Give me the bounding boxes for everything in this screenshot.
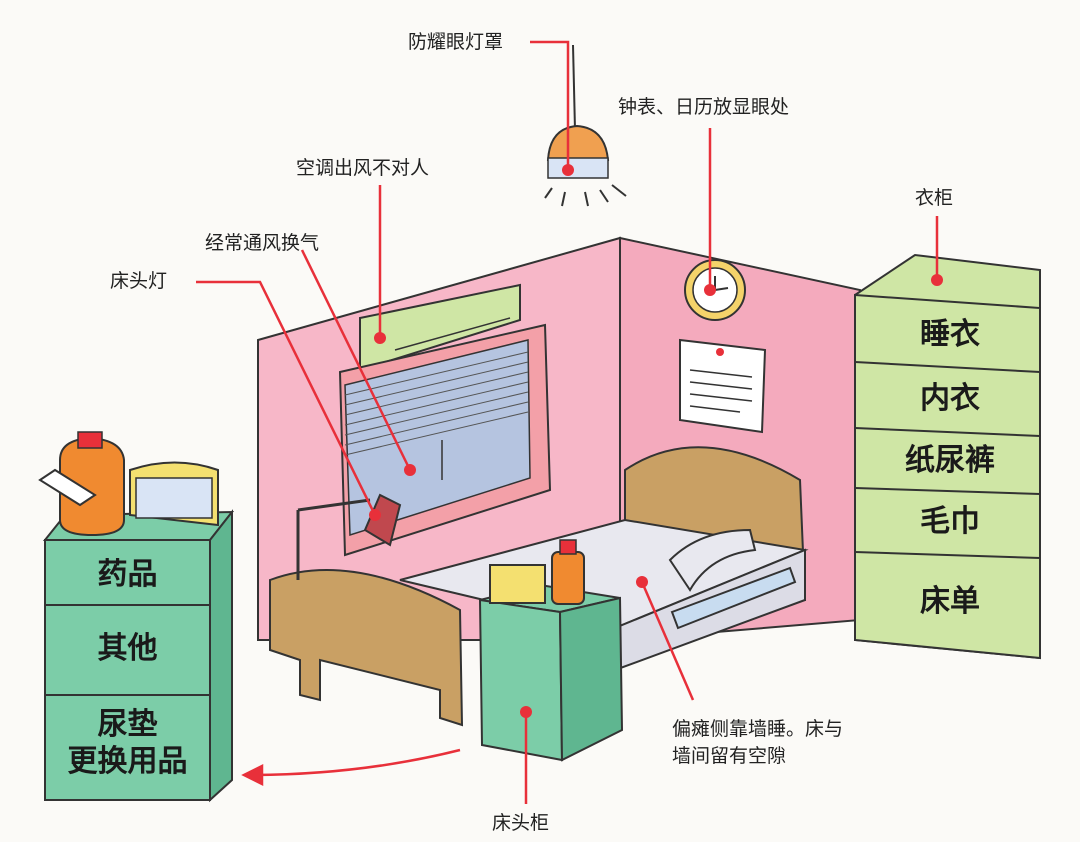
- wardrobe-drawer-bedsheets: 床单: [920, 584, 980, 619]
- label-glare-shade: 防耀眼灯罩: [408, 31, 504, 53]
- wardrobe-drawer-underwear: 内衣: [920, 381, 980, 416]
- cabinet-drawer-medicine: 药品: [97, 557, 158, 592]
- label-bedside-lamp: 床头灯: [110, 270, 168, 292]
- bed: [269, 446, 809, 727]
- label-ac-airflow: 空调出风不对人: [296, 157, 430, 179]
- label-nightstand: 床头柜: [492, 812, 550, 834]
- leader-lines: [196, 40, 939, 804]
- wall-calendar: [679, 338, 767, 434]
- wardrobe-drawer-towels: 毛巾: [920, 504, 980, 539]
- leader-dots: [369, 164, 943, 718]
- cabinet-drawer-pads-1: 尿垫: [97, 707, 158, 742]
- label-ventilation: 经常通风换气: [205, 232, 320, 254]
- label-bed-position-2: 墙间留有空隙: [672, 745, 787, 767]
- wardrobe-drawer-diapers: 纸尿裤: [905, 443, 995, 478]
- label-bed-position-1: 偏瘫侧靠墙睡。床与: [672, 718, 844, 740]
- ceiling-lamp: [544, 44, 627, 207]
- left-cabinet-illustration: [38, 431, 235, 803]
- label-clock-calendar: 钟表、日历放显眼处: [618, 96, 790, 118]
- nightstand-illustration: [478, 539, 624, 762]
- air-conditioner: [359, 283, 521, 372]
- window: [338, 323, 552, 557]
- cabinet-drawer-other: 其他: [97, 631, 158, 666]
- wardrobe-illustration: [854, 253, 1041, 660]
- label-wardrobe: 衣柜: [915, 187, 954, 209]
- bedside-lamp: [296, 493, 402, 580]
- wardrobe-drawer-pajamas: 睡衣: [920, 317, 980, 352]
- cabinet-drawer-pads-2: 更换用品: [67, 744, 188, 779]
